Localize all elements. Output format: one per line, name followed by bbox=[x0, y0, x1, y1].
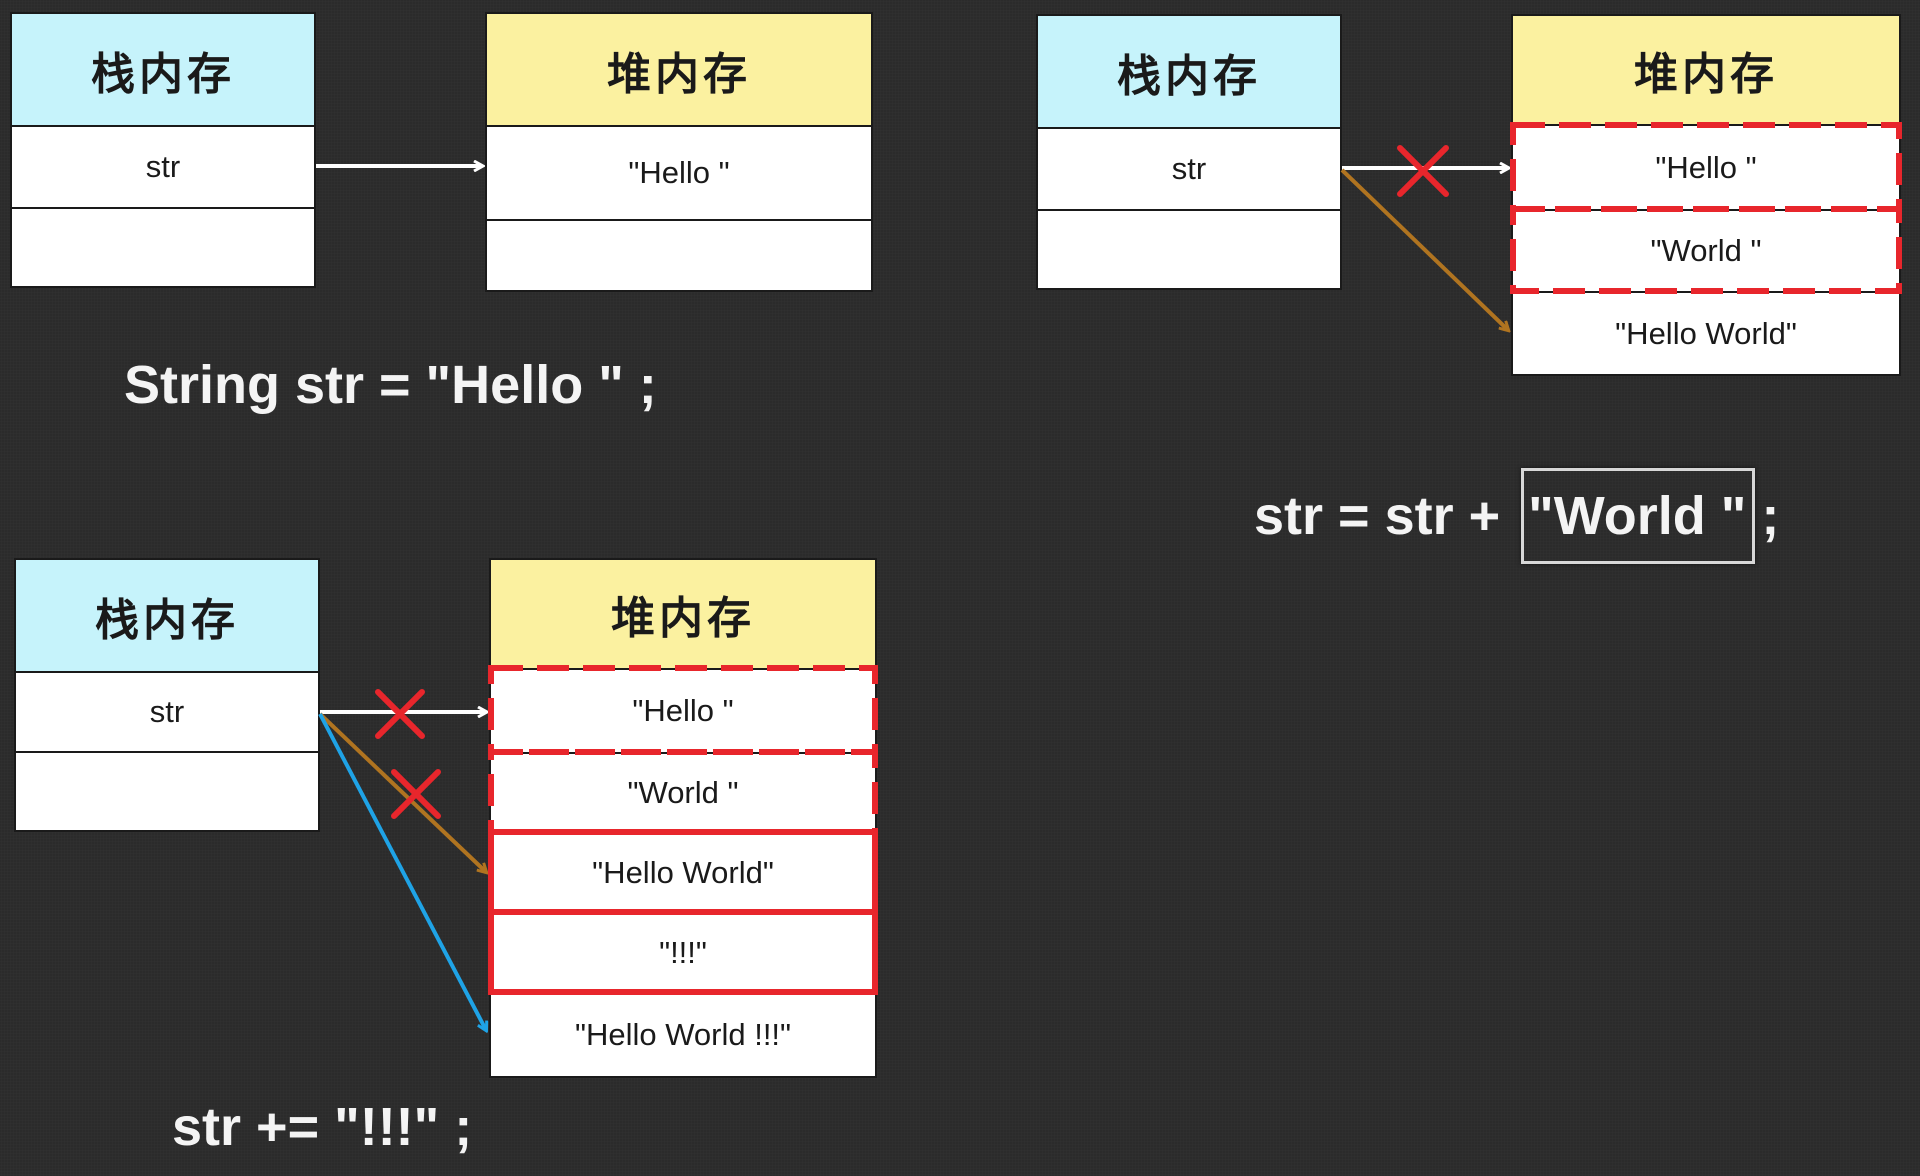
new-reference-arrow-str-to-hello-world bbox=[1340, 168, 1508, 330]
heap-memory-header: 堆内存 bbox=[1513, 16, 1899, 126]
stack-cell-empty bbox=[1038, 211, 1340, 288]
cross-mark-icon bbox=[375, 689, 425, 739]
code-line-1: String str = "Hello " ; bbox=[124, 355, 657, 415]
cross-mark-icon bbox=[1397, 145, 1449, 197]
heap-cell-world: "World " bbox=[1513, 211, 1899, 293]
highlighted-literal: "World " bbox=[1521, 468, 1756, 564]
highlighted-literal-text: "World " bbox=[1528, 486, 1747, 546]
stack-memory-header: 栈内存 bbox=[12, 14, 314, 127]
stack-cell-str: str bbox=[1038, 129, 1340, 211]
heap-memory-box-2: 堆内存 "Hello " "World " "Hello World" bbox=[1511, 14, 1901, 376]
heap-memory-header: 堆内存 bbox=[487, 14, 871, 127]
stack-cell-empty bbox=[16, 753, 318, 830]
stack-cell-str: str bbox=[12, 127, 314, 209]
heap-cell-hello-world: "Hello World" bbox=[491, 834, 875, 914]
stack-memory-box-1: 栈内存 str bbox=[10, 12, 316, 288]
cross-mark-icon bbox=[391, 769, 441, 819]
stack-memory-box-2: 栈内存 str bbox=[1036, 14, 1342, 290]
heap-memory-box-3: 堆内存 "Hello " "World " "Hello World" "!!!… bbox=[489, 558, 877, 1078]
heap-cell-hello-world: "Hello World" bbox=[1615, 315, 1797, 351]
code-suffix: ; bbox=[1761, 486, 1780, 546]
code-prefix: str = str + bbox=[1254, 486, 1516, 546]
heap-cell-empty bbox=[487, 221, 871, 290]
old-reference-arrow-str-to-hello-world bbox=[318, 712, 486, 872]
heap-cell-world: "World " bbox=[491, 754, 875, 834]
heap-cell-hello-world-exclaim: "Hello World !!!" bbox=[574, 1017, 792, 1052]
heap-memory-box-1: 堆内存 "Hello " bbox=[485, 12, 873, 292]
new-reference-arrow-str-to-hello-world-exclaim bbox=[318, 713, 486, 1030]
heap-memory-header: 堆内存 bbox=[491, 560, 875, 670]
heap-cell-hello: "Hello " bbox=[487, 127, 871, 221]
code-line-3: str += "!!!" ; bbox=[172, 1097, 473, 1157]
heap-cell-exclaim: "!!!" bbox=[491, 914, 875, 994]
stack-cell-str: str bbox=[16, 673, 318, 753]
stack-memory-header: 栈内存 bbox=[16, 560, 318, 673]
stack-cell-empty bbox=[12, 209, 314, 286]
code-line-2: str = str + "World "; bbox=[1194, 414, 1779, 618]
stack-memory-box-3: 栈内存 str bbox=[14, 558, 320, 832]
heap-cell-hello: "Hello " bbox=[1513, 126, 1899, 211]
stack-memory-header: 栈内存 bbox=[1038, 16, 1340, 129]
heap-cell-hello: "Hello " bbox=[491, 670, 875, 754]
